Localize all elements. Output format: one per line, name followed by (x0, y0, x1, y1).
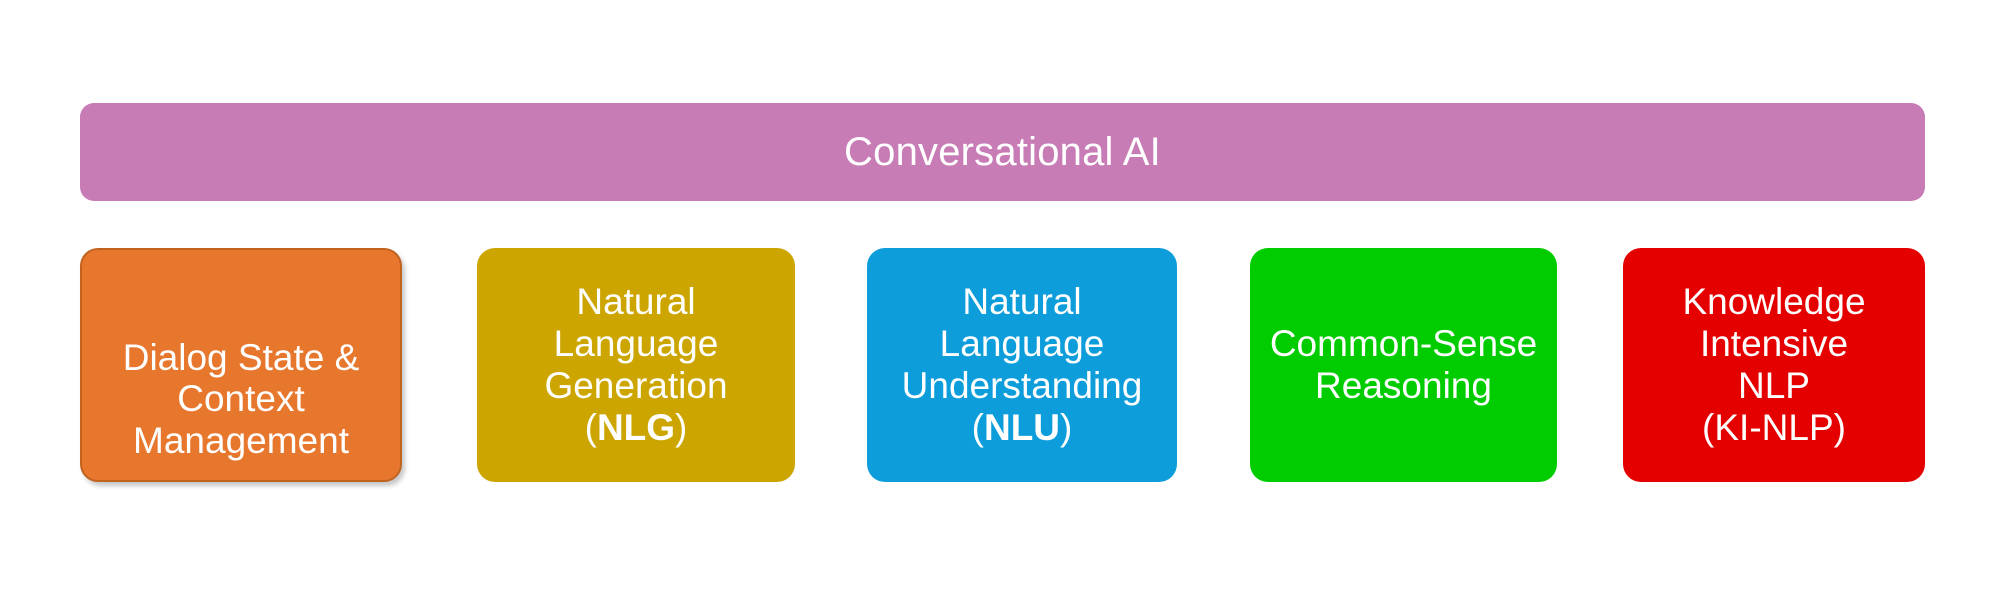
category-acronym: NLG (596, 406, 676, 448)
banner-conversational-ai: Conversational AI (80, 103, 1925, 201)
category-acronym: NLU (983, 406, 1061, 448)
banner-label: Conversational AI (844, 130, 1161, 174)
